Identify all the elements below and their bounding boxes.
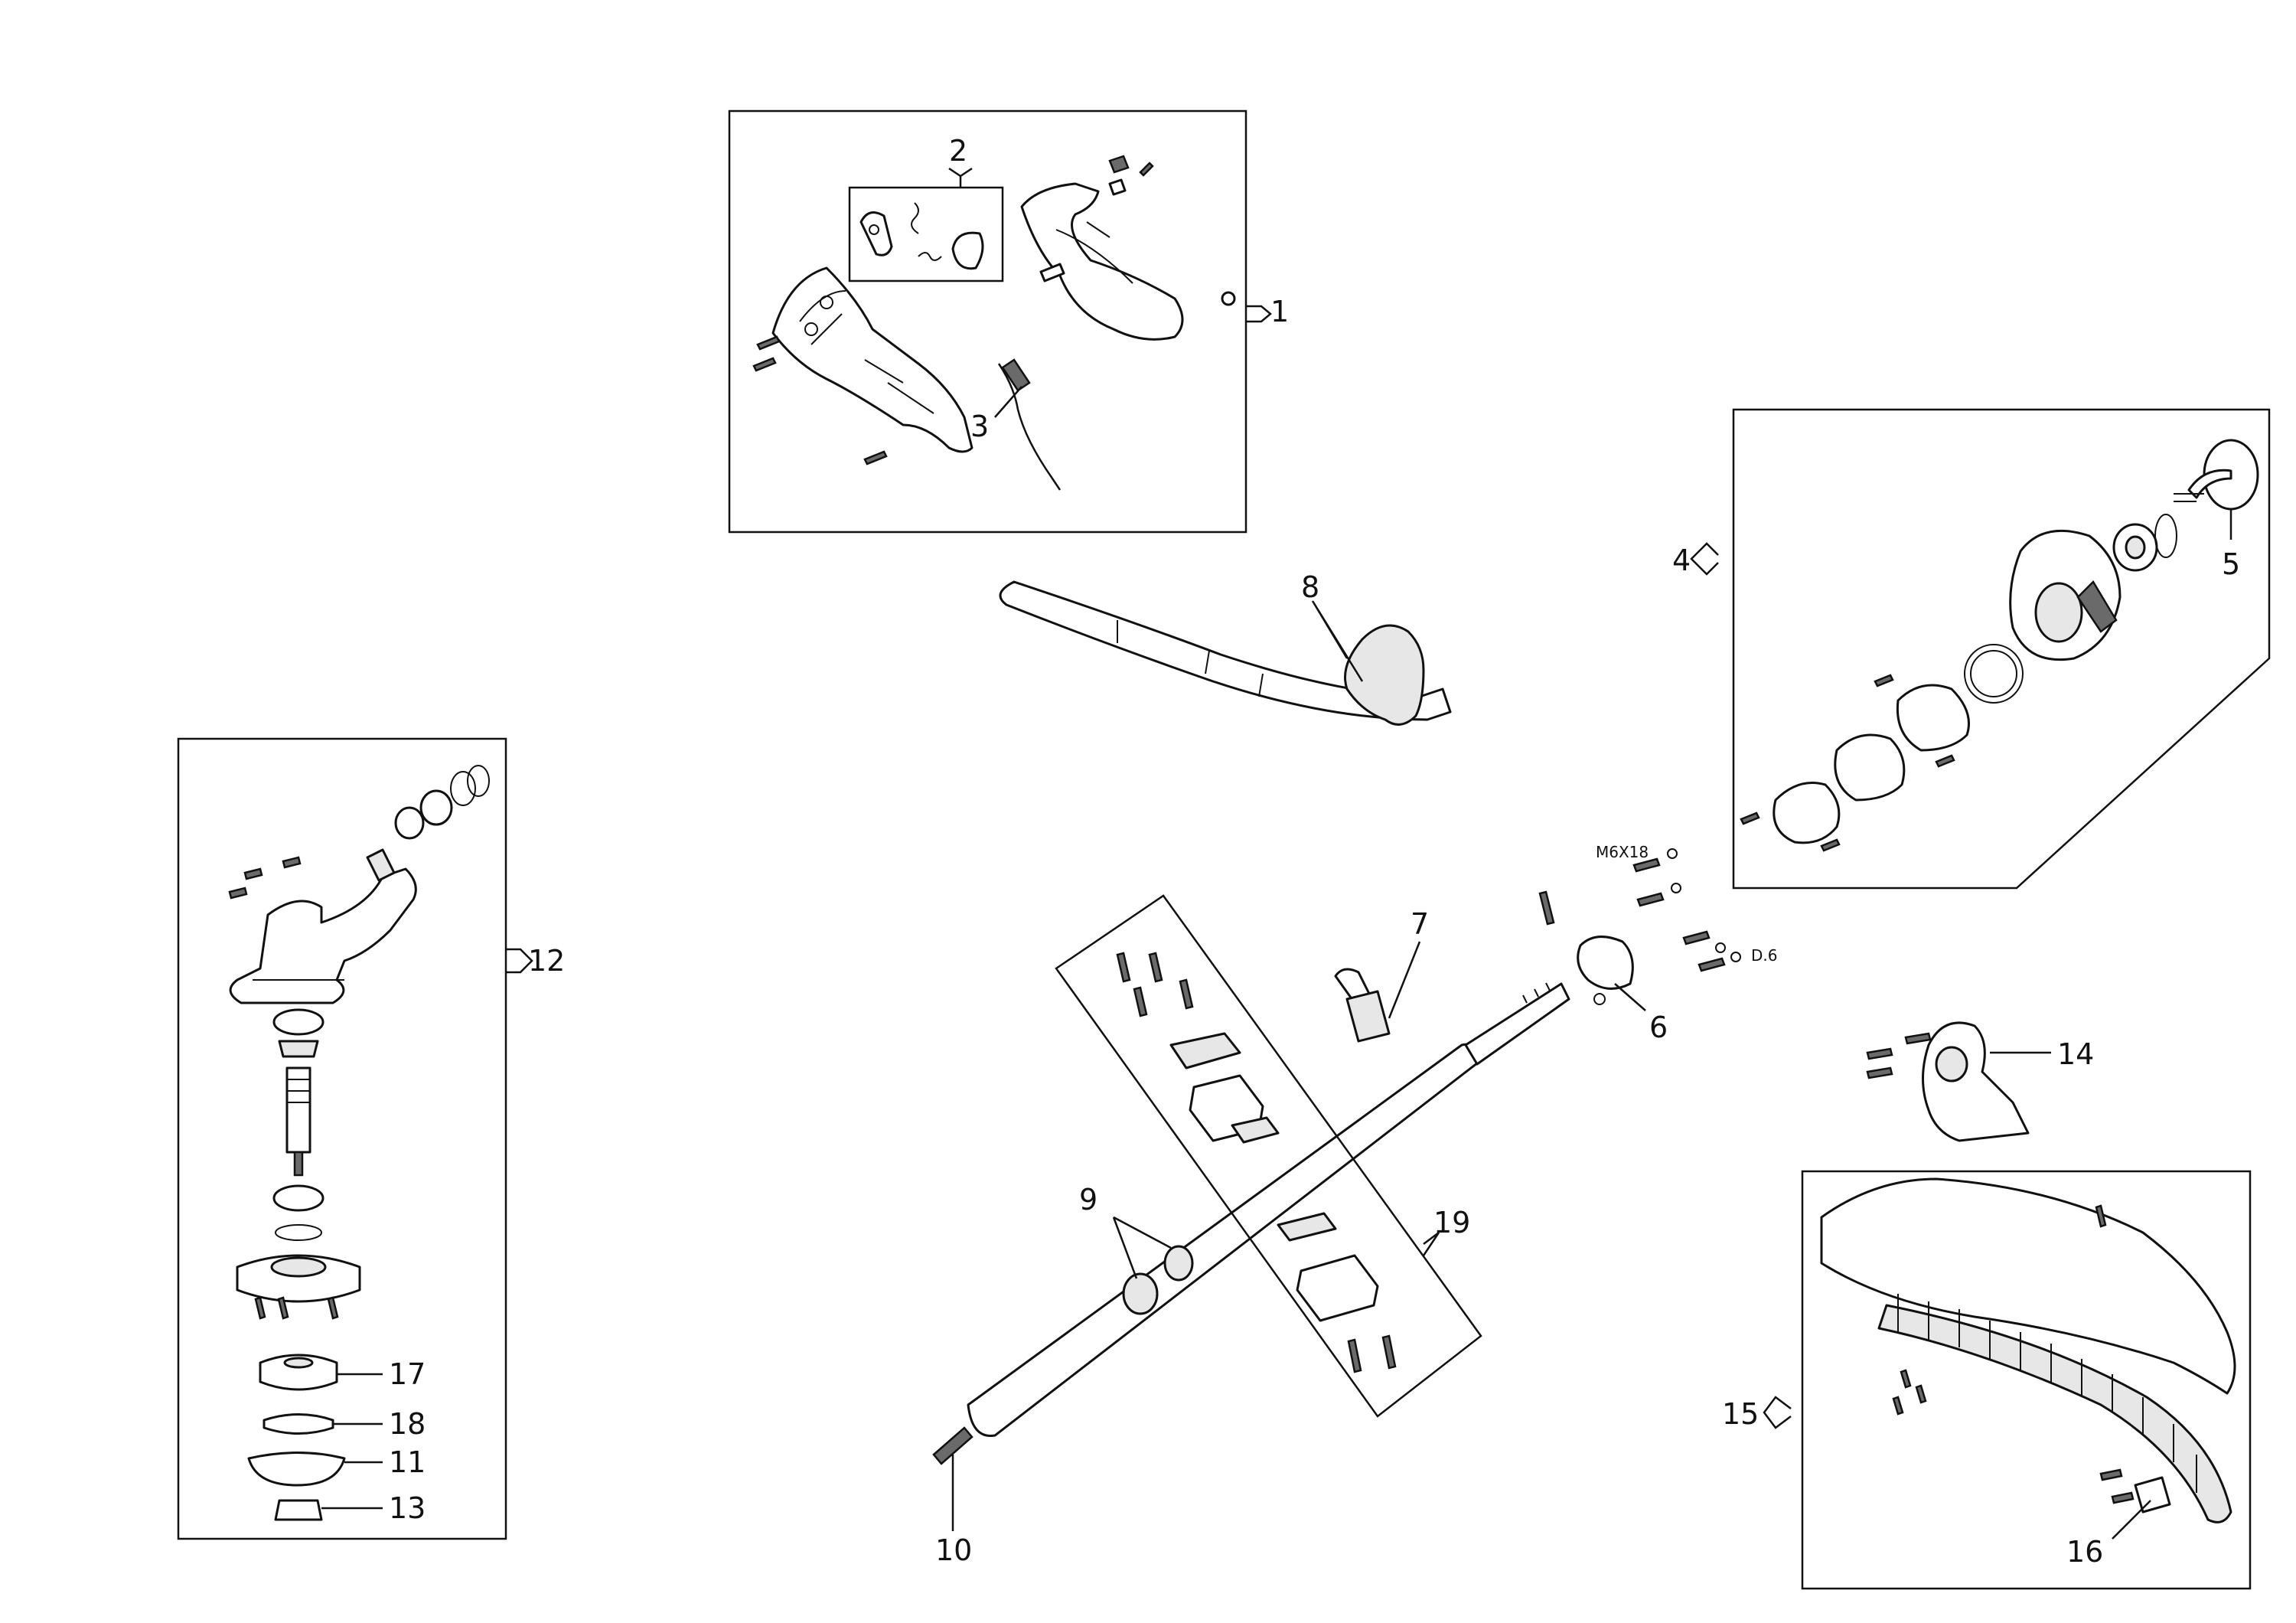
holder-washer xyxy=(259,1354,338,1391)
callout-5: 5 xyxy=(2222,547,2240,581)
callout-19: 19 xyxy=(1433,1206,1470,1239)
adapter-sleeve-c xyxy=(1773,782,1841,844)
bolt-size-label: M6X18 xyxy=(1596,843,1649,861)
handle-clamp-kit-box xyxy=(1055,894,1482,1418)
wire-connector xyxy=(1345,990,1391,1043)
guard-cutter-blade xyxy=(2134,1476,2171,1514)
guard-group: 15 16 xyxy=(1722,1170,2252,1590)
guard-bracket-group: 14 xyxy=(1866,1021,2094,1142)
washer xyxy=(263,1413,334,1435)
guard-extension xyxy=(1877,1304,2232,1523)
callout-18: 18 xyxy=(389,1407,426,1441)
throttle-trigger-kit-box xyxy=(848,186,1004,282)
cover-cup xyxy=(247,1452,346,1487)
handle-nut xyxy=(1221,291,1236,306)
gearbox-group: 17 18 11 13 12 xyxy=(177,737,565,1540)
handle-clamp-kit-group: 19 xyxy=(1055,894,1482,1418)
washer-size-label: D.6 xyxy=(1751,946,1777,965)
clamp-lower-top xyxy=(1277,1212,1337,1242)
callout-11: 11 xyxy=(389,1445,426,1479)
clutch-housing-box xyxy=(1732,408,2271,890)
callout-16: 16 xyxy=(2066,1535,2103,1569)
clamp-group: M6X18 D.6 6 xyxy=(1538,843,1777,1044)
lower-bearing xyxy=(272,1184,325,1212)
callout-13: 13 xyxy=(389,1491,426,1525)
callout-4: 4 xyxy=(1672,544,1691,577)
snap-ring xyxy=(1964,644,2024,704)
output-shaft xyxy=(285,1066,311,1154)
adapter-sleeve-b xyxy=(1834,733,1906,802)
wire-connector-group: 7 xyxy=(1334,907,1429,1043)
callout-14: 14 xyxy=(2057,1037,2094,1071)
callout-6: 6 xyxy=(1649,1011,1668,1044)
guard-shield xyxy=(1820,1177,2236,1395)
callout-12: 12 xyxy=(528,944,565,978)
tube-spacer-b xyxy=(1163,1245,1194,1282)
drive-shaft-group: 9 10 xyxy=(932,982,1570,1567)
callout-2: 2 xyxy=(949,134,967,168)
callout-7: 7 xyxy=(1411,907,1429,941)
clutch-housing-group: 4 5 xyxy=(1672,408,2271,890)
tube-spacer-a xyxy=(1122,1272,1159,1315)
gear-housing xyxy=(229,867,417,1004)
callout-3: 3 xyxy=(970,410,989,443)
nut xyxy=(274,1499,323,1521)
clamp-lower-body xyxy=(1296,1254,1379,1322)
callout-9: 9 xyxy=(1079,1183,1097,1216)
right-handle-half xyxy=(1020,182,1184,341)
callout-10: 10 xyxy=(935,1533,972,1567)
adapter-sleeve-a xyxy=(1896,684,1970,752)
callout-15: 15 xyxy=(1722,1397,1759,1431)
callout-8: 8 xyxy=(1301,570,1319,604)
guard-bracket xyxy=(1922,1021,2030,1142)
tube-clamp xyxy=(1577,936,1634,990)
throttle-cable xyxy=(997,363,1062,491)
throttle-trigger-parts xyxy=(859,202,984,270)
bearing-cover xyxy=(236,1254,361,1303)
upper-bearing xyxy=(272,1008,325,1036)
callout-17: 17 xyxy=(389,1357,426,1391)
handlebar-grip xyxy=(1344,624,1425,726)
handle-assembly-group: 2 1 3 xyxy=(728,109,1289,534)
drive-shaft-end xyxy=(1464,982,1570,1066)
callout-1: 1 xyxy=(1270,295,1289,328)
handlebar-group: 8 xyxy=(999,570,1452,726)
clamp-top xyxy=(1169,1032,1241,1069)
gearbox-box xyxy=(177,737,507,1540)
guard-box xyxy=(1801,1170,2252,1590)
left-handle-half xyxy=(771,266,974,453)
